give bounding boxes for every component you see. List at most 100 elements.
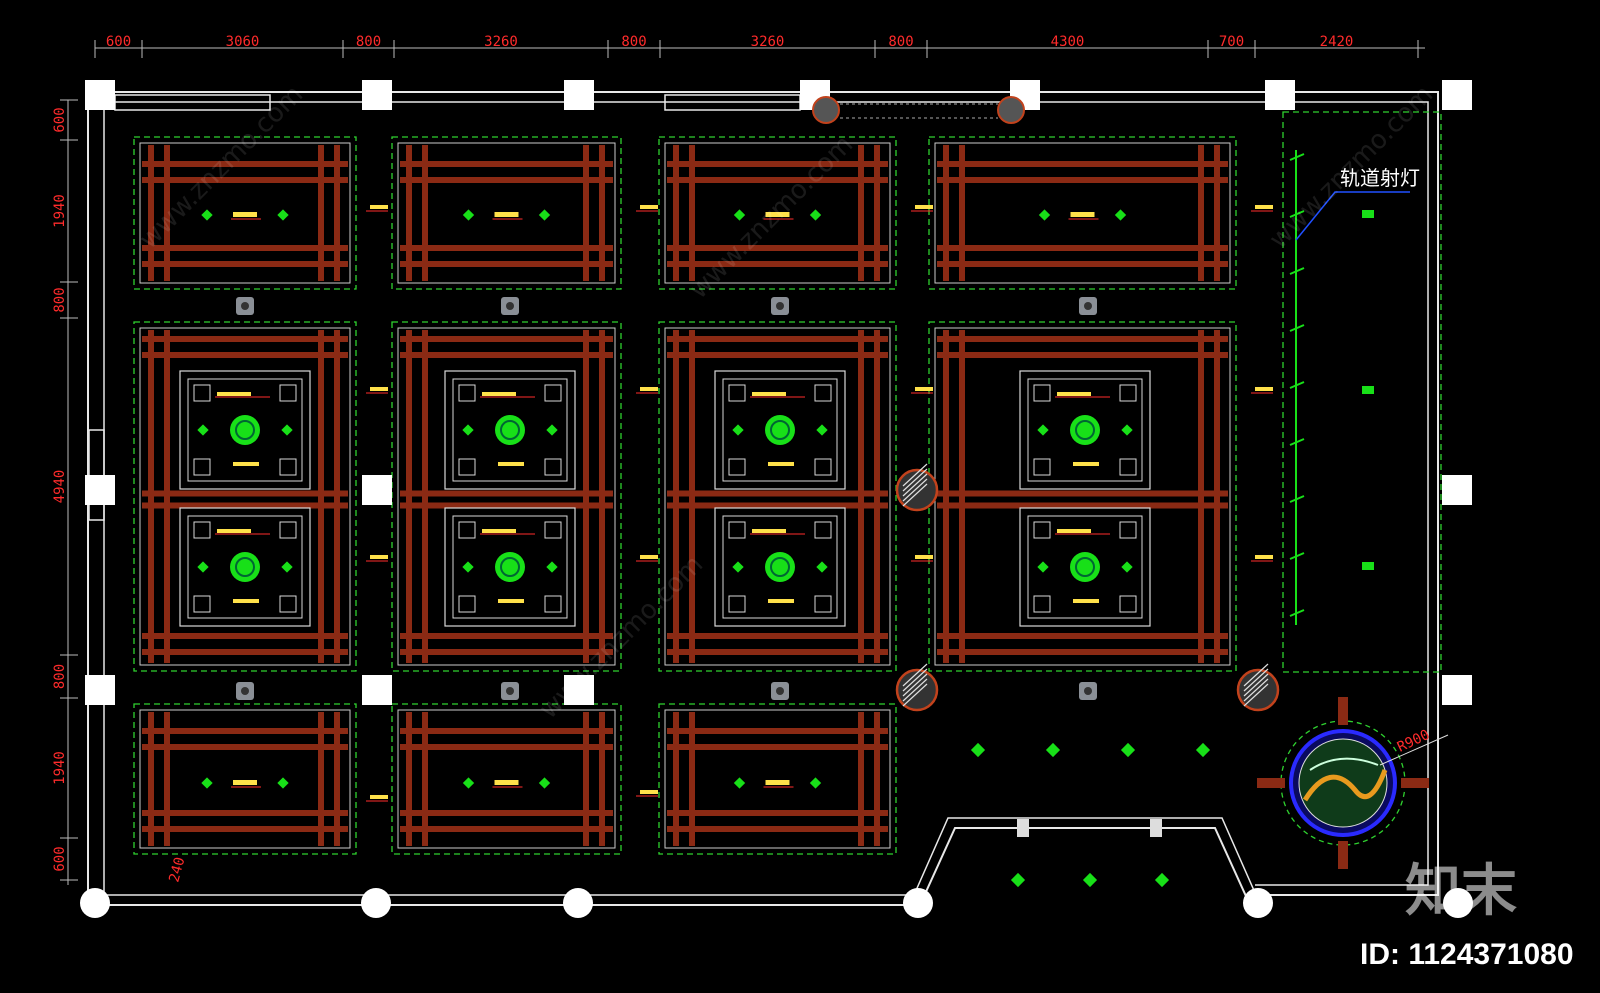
downlight-icon	[538, 777, 551, 789]
hatch-line	[1243, 663, 1269, 687]
hatch-line	[902, 478, 928, 502]
fixture-tag	[1255, 555, 1273, 559]
wood-beam-vertical	[148, 145, 154, 281]
wood-beam-horizontal	[400, 336, 613, 342]
wood-beam-horizontal	[937, 649, 1228, 655]
downlight-icon	[277, 777, 289, 789]
downlight-icon	[1121, 424, 1133, 436]
track-spot	[1289, 210, 1305, 218]
wood-beam-vertical	[318, 712, 324, 846]
downlight-icon	[462, 561, 474, 573]
wood-beam-vertical	[583, 712, 589, 846]
hatch-line	[902, 678, 928, 702]
wood-beam-vertical	[874, 145, 880, 281]
panel-outline	[664, 142, 891, 284]
wood-beam-horizontal	[142, 810, 348, 816]
door-jamb	[1150, 819, 1162, 837]
panel-outline	[934, 142, 1231, 284]
downlight-icon	[1114, 209, 1127, 221]
track-zone-outline	[1282, 111, 1442, 673]
wood-beam-horizontal	[400, 490, 613, 497]
column-round	[1443, 888, 1473, 918]
radius-leader	[1379, 734, 1449, 766]
wood-beam-vertical	[422, 145, 428, 281]
wood-beam-vertical	[334, 712, 340, 846]
wood-beam-horizontal	[400, 744, 613, 750]
panel-dashed-outline	[658, 136, 897, 290]
track-spot	[1289, 495, 1305, 503]
fixture-tag	[498, 599, 524, 603]
speaker-center	[506, 302, 514, 310]
wood-beam-horizontal	[142, 336, 348, 342]
wood-beam-horizontal	[667, 502, 888, 509]
ornament-corner	[1033, 595, 1051, 613]
speaker-center	[776, 687, 784, 695]
ornament-corner	[544, 521, 562, 539]
watermark-logo: 知末	[1405, 859, 1517, 924]
column-square	[362, 80, 392, 110]
column-round	[903, 888, 933, 918]
column-square	[85, 80, 115, 110]
ornament-corner	[1033, 458, 1051, 476]
track-spot	[1289, 609, 1305, 617]
downlight-icon	[462, 777, 475, 789]
wood-beam-horizontal	[400, 810, 613, 816]
wood-beam-horizontal	[667, 245, 888, 251]
wood-beam-vertical	[406, 145, 412, 281]
fixture-tag	[915, 555, 933, 559]
fixture-tag	[752, 529, 786, 533]
ornament-corner	[728, 595, 746, 613]
downlight-icon	[1121, 561, 1133, 573]
wood-beam-horizontal	[937, 336, 1228, 342]
ornament-corner	[814, 458, 832, 476]
hatch-line	[1243, 673, 1269, 697]
column-square	[85, 675, 115, 705]
ornament-frame-inner	[1027, 378, 1143, 482]
fixture-tag	[370, 555, 388, 559]
wood-beam-horizontal	[400, 352, 613, 358]
fixture-tag	[217, 392, 251, 396]
downlight-icon	[1195, 742, 1211, 758]
medallion-light-icon	[495, 415, 525, 445]
wood-beam-horizontal	[937, 633, 1228, 639]
watermark-url: www.znzmo.com	[134, 80, 309, 255]
wood-beam-vertical	[406, 712, 412, 846]
downlight-icon	[277, 209, 289, 221]
fixture-tag	[482, 529, 516, 533]
fixture-tag	[370, 387, 388, 391]
column-square	[1442, 80, 1472, 110]
column-square	[362, 475, 392, 505]
column-square	[1442, 475, 1472, 505]
column-round	[361, 888, 391, 918]
speaker-center	[241, 302, 249, 310]
fixture-tag	[482, 392, 516, 396]
wood-beam-horizontal	[937, 161, 1228, 167]
downlight-icon	[538, 209, 551, 221]
wood-beam-horizontal	[937, 177, 1228, 183]
left-dim-label: 600	[52, 107, 68, 132]
hatched-column	[1236, 668, 1280, 712]
top-dim-label: 3260	[484, 34, 518, 50]
ornament-corner	[193, 458, 211, 476]
decorative-motif	[1309, 757, 1379, 771]
downlight-icon	[1154, 872, 1170, 888]
ornament-corner	[279, 521, 297, 539]
downlight-icon	[1010, 872, 1026, 888]
medallion-ring	[1075, 557, 1095, 577]
panel-dashed-outline	[658, 321, 897, 672]
downlight-icon	[970, 742, 986, 758]
wood-beam-horizontal	[142, 649, 348, 655]
fixture-tag	[1255, 205, 1273, 209]
track-spot	[1289, 438, 1305, 446]
ornament-corner	[458, 595, 476, 613]
wood-beam-vertical	[583, 145, 589, 281]
hatch-line	[902, 468, 928, 492]
left-dim-label: 1940	[52, 751, 68, 785]
wood-beam-horizontal	[400, 161, 613, 167]
top-dim-label: 3060	[226, 34, 260, 50]
wood-beam-vertical	[858, 712, 864, 846]
ornament-corner	[544, 384, 562, 402]
hatch-line	[1243, 683, 1269, 707]
track-spot	[1289, 381, 1305, 389]
wood-beam-horizontal	[937, 352, 1228, 358]
